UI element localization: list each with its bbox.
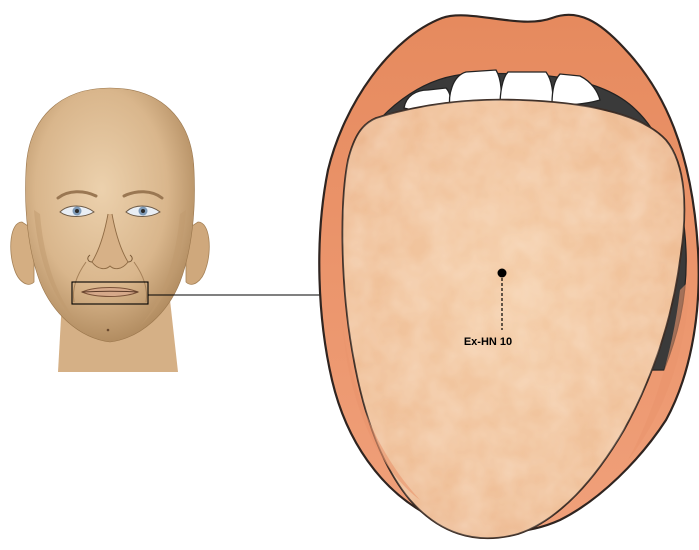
acupoint-dot bbox=[498, 269, 507, 278]
open-mouth-illustration bbox=[319, 15, 698, 539]
head-illustration bbox=[11, 88, 210, 372]
acupoint-label: Ex-HN 10 bbox=[464, 336, 512, 348]
